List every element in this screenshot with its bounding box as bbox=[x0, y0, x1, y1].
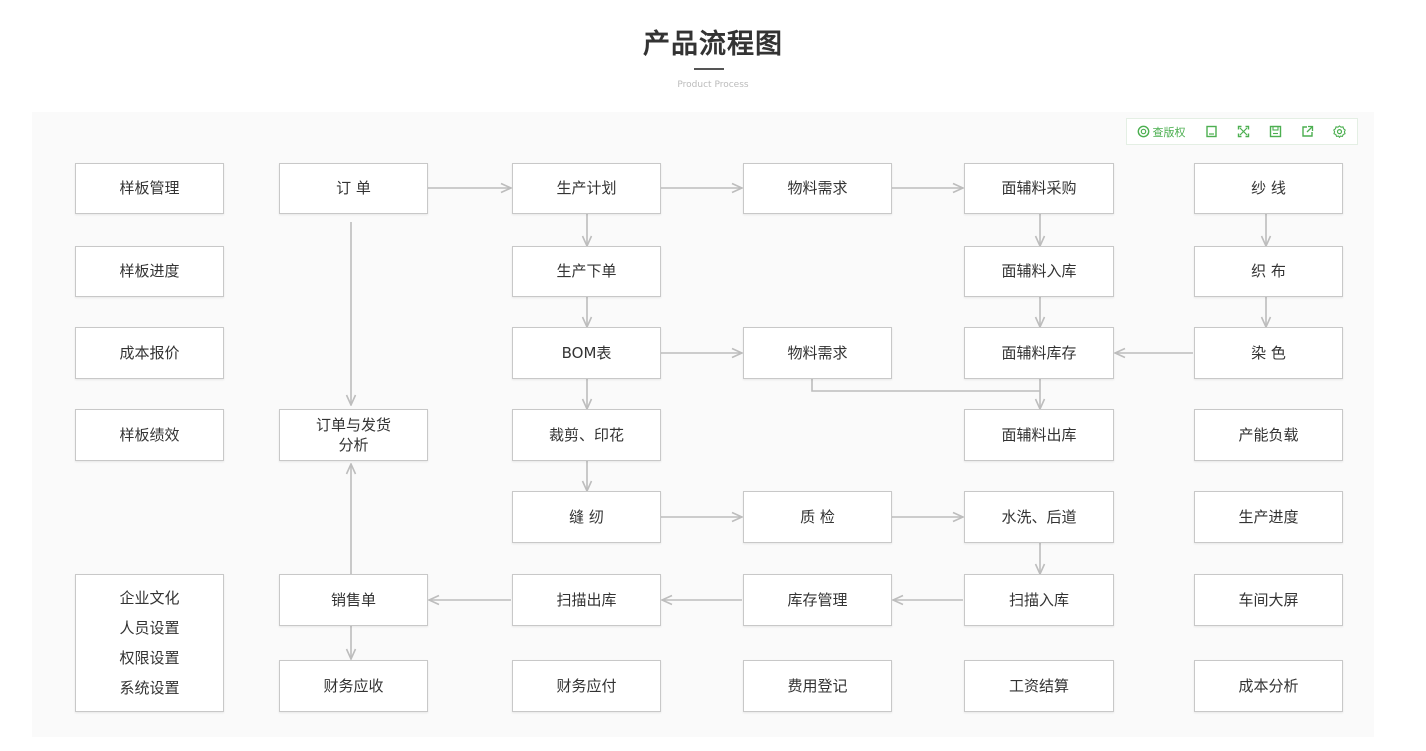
node-label: 销售单 bbox=[330, 590, 376, 609]
menu-permission-settings[interactable]: 权限设置 bbox=[119, 649, 180, 667]
node-label: 生产下单 bbox=[556, 262, 617, 281]
node-label: 面辅料入库 bbox=[1001, 262, 1077, 281]
node-weaving[interactable]: 织 布 bbox=[1194, 246, 1343, 297]
document-icon bbox=[1205, 125, 1217, 138]
node-dyeing[interactable]: 染 色 bbox=[1194, 327, 1343, 379]
settings-button[interactable] bbox=[1323, 119, 1355, 144]
node-label: 扫描出库 bbox=[556, 590, 617, 609]
node-label: 物料需求 bbox=[787, 343, 848, 362]
node-label: 染 色 bbox=[1251, 343, 1286, 362]
node-label: 订 单 bbox=[336, 179, 371, 198]
node-label: 财务应收 bbox=[323, 676, 384, 695]
node-cutting-printing[interactable]: 裁剪、印花 bbox=[512, 409, 661, 461]
node-label: 面辅料采购 bbox=[1001, 179, 1077, 198]
node-label: BOM表 bbox=[561, 343, 612, 362]
node-label: 缝 纫 bbox=[569, 507, 604, 526]
node-label: 质 检 bbox=[800, 507, 835, 526]
menu-personnel-settings[interactable]: 人员设置 bbox=[119, 619, 180, 637]
node-production-plan[interactable]: 生产计划 bbox=[512, 163, 661, 214]
node-production-order[interactable]: 生产下单 bbox=[512, 246, 661, 297]
node-material-demand-1[interactable]: 物料需求 bbox=[743, 163, 892, 214]
title-underline bbox=[694, 68, 724, 70]
node-fabric-outbound[interactable]: 面辅料出库 bbox=[964, 409, 1114, 461]
node-washing-finishing[interactable]: 水洗、后道 bbox=[964, 491, 1114, 543]
node-label: 样板绩效 bbox=[119, 425, 180, 444]
page-title: 产品流程图 bbox=[643, 29, 783, 60]
share-icon bbox=[1301, 125, 1313, 137]
node-label: 面辅料出库 bbox=[1001, 425, 1077, 444]
save-button[interactable] bbox=[1259, 119, 1291, 144]
node-fabric-inbound[interactable]: 面辅料入库 bbox=[964, 246, 1114, 297]
node-fabric-purchase[interactable]: 面辅料采购 bbox=[964, 163, 1114, 214]
node-quality-check[interactable]: 质 检 bbox=[743, 491, 892, 543]
node-order-shipping-analysis[interactable]: 订单与发货 分析 bbox=[279, 409, 428, 461]
node-sample-progress[interactable]: 样板进度 bbox=[75, 246, 224, 297]
document-button[interactable] bbox=[1195, 119, 1227, 144]
node-inventory-management[interactable]: 库存管理 bbox=[743, 574, 892, 626]
node-production-progress[interactable]: 生产进度 bbox=[1194, 491, 1343, 543]
node-label: 财务应付 bbox=[556, 676, 617, 695]
node-label: 车间大屏 bbox=[1238, 590, 1299, 609]
search-copyright-label: 查版权 bbox=[1152, 125, 1186, 139]
node-label: 生产计划 bbox=[556, 179, 617, 198]
node-label: 样板进度 bbox=[119, 262, 180, 281]
save-icon bbox=[1269, 125, 1281, 138]
node-sewing[interactable]: 缝 纫 bbox=[512, 491, 661, 543]
node-wage-settlement[interactable]: 工资结算 bbox=[964, 660, 1114, 712]
node-label: 成本报价 bbox=[119, 343, 180, 362]
node-order[interactable]: 订 单 bbox=[279, 163, 428, 214]
connector-material-to-outbound bbox=[811, 379, 1040, 392]
node-cost-quote[interactable]: 成本报价 bbox=[75, 327, 224, 379]
node-accounts-receivable[interactable]: 财务应收 bbox=[279, 660, 428, 712]
node-label: 成本分析 bbox=[1238, 676, 1299, 695]
node-label: 库存管理 bbox=[787, 590, 848, 609]
node-label: 订单与发货 分析 bbox=[315, 415, 391, 454]
share-button[interactable] bbox=[1291, 119, 1323, 144]
node-system-menu: 企业文化 人员设置 权限设置 系统设置 bbox=[75, 574, 224, 712]
node-label: 生产进度 bbox=[1238, 507, 1299, 526]
fullscreen-button[interactable] bbox=[1227, 119, 1259, 144]
node-expense-registration[interactable]: 费用登记 bbox=[743, 660, 892, 712]
search-copyright-button[interactable]: 查版权 bbox=[1127, 119, 1195, 144]
node-label: 物料需求 bbox=[787, 179, 848, 198]
node-bom[interactable]: BOM表 bbox=[512, 327, 661, 379]
diagram-canvas bbox=[32, 112, 1374, 737]
node-scan-inbound[interactable]: 扫描入库 bbox=[964, 574, 1114, 626]
node-scan-outbound[interactable]: 扫描出库 bbox=[512, 574, 661, 626]
menu-company-culture[interactable]: 企业文化 bbox=[119, 589, 180, 607]
settings-icon bbox=[1332, 125, 1346, 138]
node-label: 纱 线 bbox=[1251, 179, 1286, 198]
node-label: 裁剪、印花 bbox=[548, 425, 624, 444]
menu-system-settings[interactable]: 系统设置 bbox=[119, 679, 180, 697]
node-accounts-payable[interactable]: 财务应付 bbox=[512, 660, 661, 712]
page-subtitle: Product Process bbox=[677, 80, 749, 90]
diagram-toolbar: 查版权 bbox=[1126, 118, 1358, 145]
node-sales-order[interactable]: 销售单 bbox=[279, 574, 428, 626]
node-label: 扫描入库 bbox=[1008, 590, 1069, 609]
node-label: 产能负载 bbox=[1238, 425, 1299, 444]
fullscreen-icon bbox=[1237, 125, 1249, 138]
node-cost-analysis[interactable]: 成本分析 bbox=[1194, 660, 1343, 712]
node-label: 工资结算 bbox=[1008, 676, 1069, 695]
search-icon bbox=[1137, 125, 1149, 138]
node-label: 水洗、后道 bbox=[1001, 507, 1077, 526]
node-fabric-stock[interactable]: 面辅料库存 bbox=[964, 327, 1114, 379]
node-sample-management[interactable]: 样板管理 bbox=[75, 163, 224, 214]
node-label: 费用登记 bbox=[787, 676, 848, 695]
node-label: 织 布 bbox=[1251, 262, 1286, 281]
node-workshop-screen[interactable]: 车间大屏 bbox=[1194, 574, 1343, 626]
node-label: 样板管理 bbox=[119, 179, 180, 198]
node-label: 面辅料库存 bbox=[1001, 343, 1077, 362]
node-material-demand-2[interactable]: 物料需求 bbox=[743, 327, 892, 379]
node-sample-performance[interactable]: 样板绩效 bbox=[75, 409, 224, 461]
node-yarn[interactable]: 纱 线 bbox=[1194, 163, 1343, 214]
node-capacity-load[interactable]: 产能负载 bbox=[1194, 409, 1343, 461]
